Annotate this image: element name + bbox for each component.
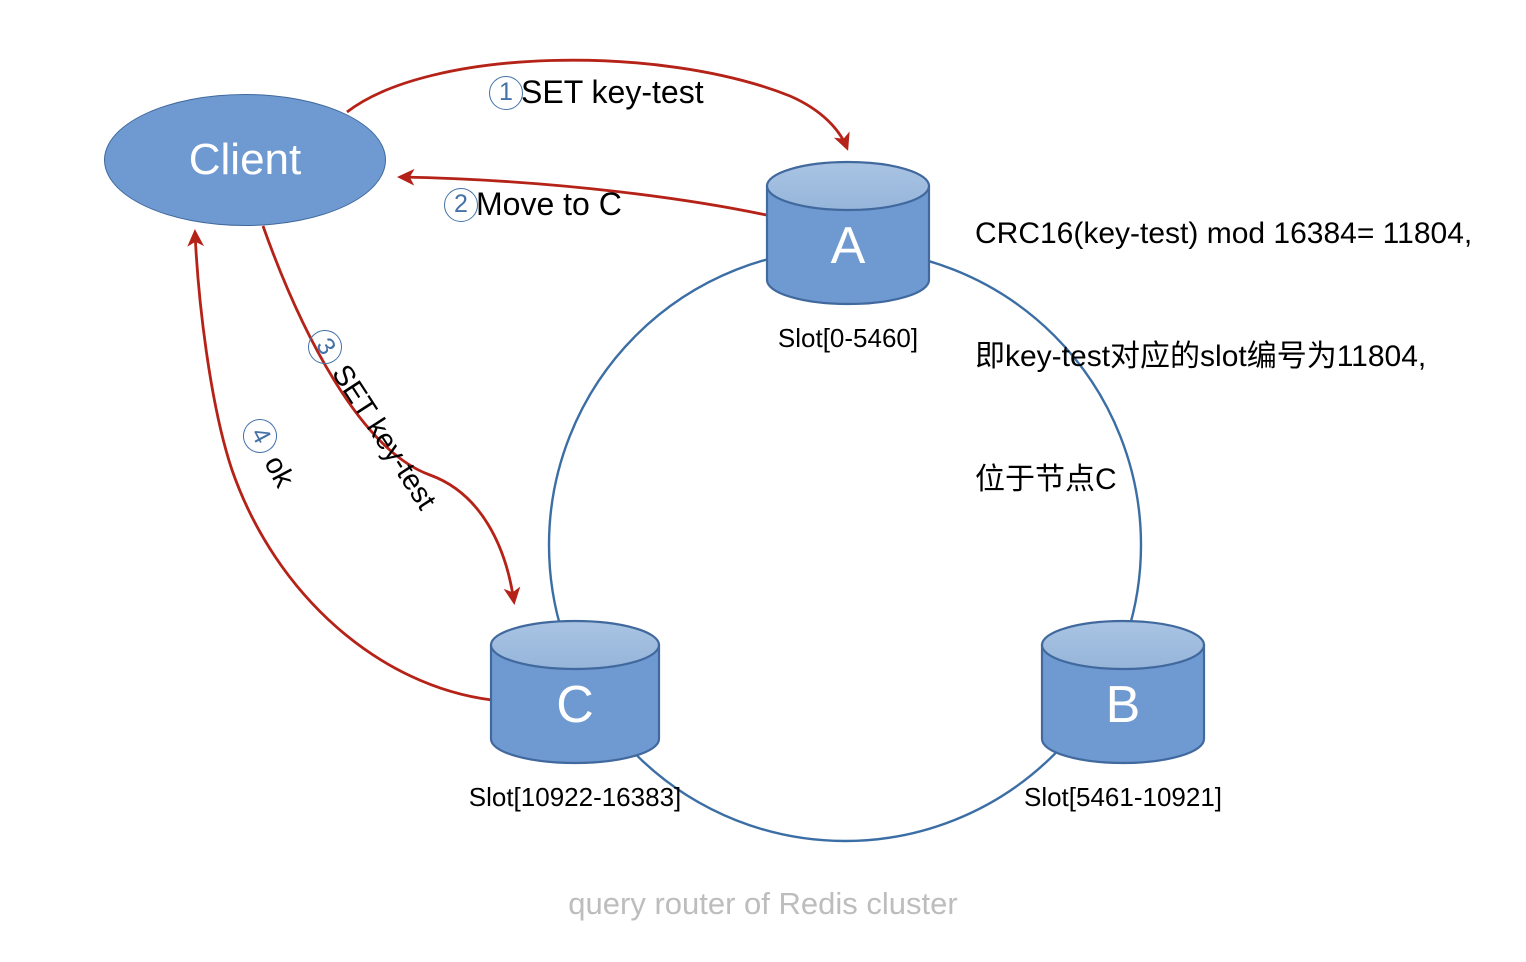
annotation-line-1: CRC16(key-test) mod 16384= 11804, bbox=[975, 217, 1473, 250]
arrow-step-4 bbox=[187, 228, 493, 702]
arrow-step-1 bbox=[346, 58, 850, 151]
step-2-badge: 2 bbox=[444, 187, 478, 222]
step-label-1: 1 SET key-test bbox=[489, 74, 704, 111]
arrow-step-3 bbox=[261, 225, 521, 605]
node-c-slot-label: Slot[10922-16383] bbox=[468, 782, 682, 812]
diagram-caption: query router of Redis cluster bbox=[568, 886, 958, 921]
cylinder-shape-a bbox=[765, 160, 931, 306]
client-label: Client bbox=[188, 135, 302, 184]
annotation-line-3: 位于节点C bbox=[975, 463, 1117, 496]
slot-calculation-annotation: CRC16(key-test) mod 16384= 11804, 即key-t… bbox=[975, 131, 1472, 582]
cylinder-shape-c bbox=[489, 619, 661, 765]
step-2-text: Move to C bbox=[476, 186, 622, 222]
cylinder-shape-b bbox=[1040, 619, 1206, 765]
node-a-slot-label: Slot[0-5460] bbox=[777, 323, 919, 353]
node-c[interactable]: C Slot[10922-16383] bbox=[469, 619, 681, 812]
step-1-badge: 1 bbox=[489, 75, 523, 110]
step-label-2: 2 Move to C bbox=[444, 186, 622, 223]
arrow-step-2 bbox=[396, 168, 781, 220]
node-b[interactable]: B Slot[5461-10921] bbox=[1024, 619, 1222, 812]
node-a[interactable]: A Slot[0-5460] bbox=[765, 160, 931, 353]
step-1-text: SET key-test bbox=[521, 74, 704, 110]
client-node[interactable]: Client bbox=[104, 94, 386, 226]
annotation-line-2: 即key-test对应的slot编号为11804, bbox=[975, 340, 1427, 373]
client-ellipse-shape bbox=[104, 94, 386, 226]
node-b-slot-label: Slot[5461-10921] bbox=[1023, 782, 1223, 812]
